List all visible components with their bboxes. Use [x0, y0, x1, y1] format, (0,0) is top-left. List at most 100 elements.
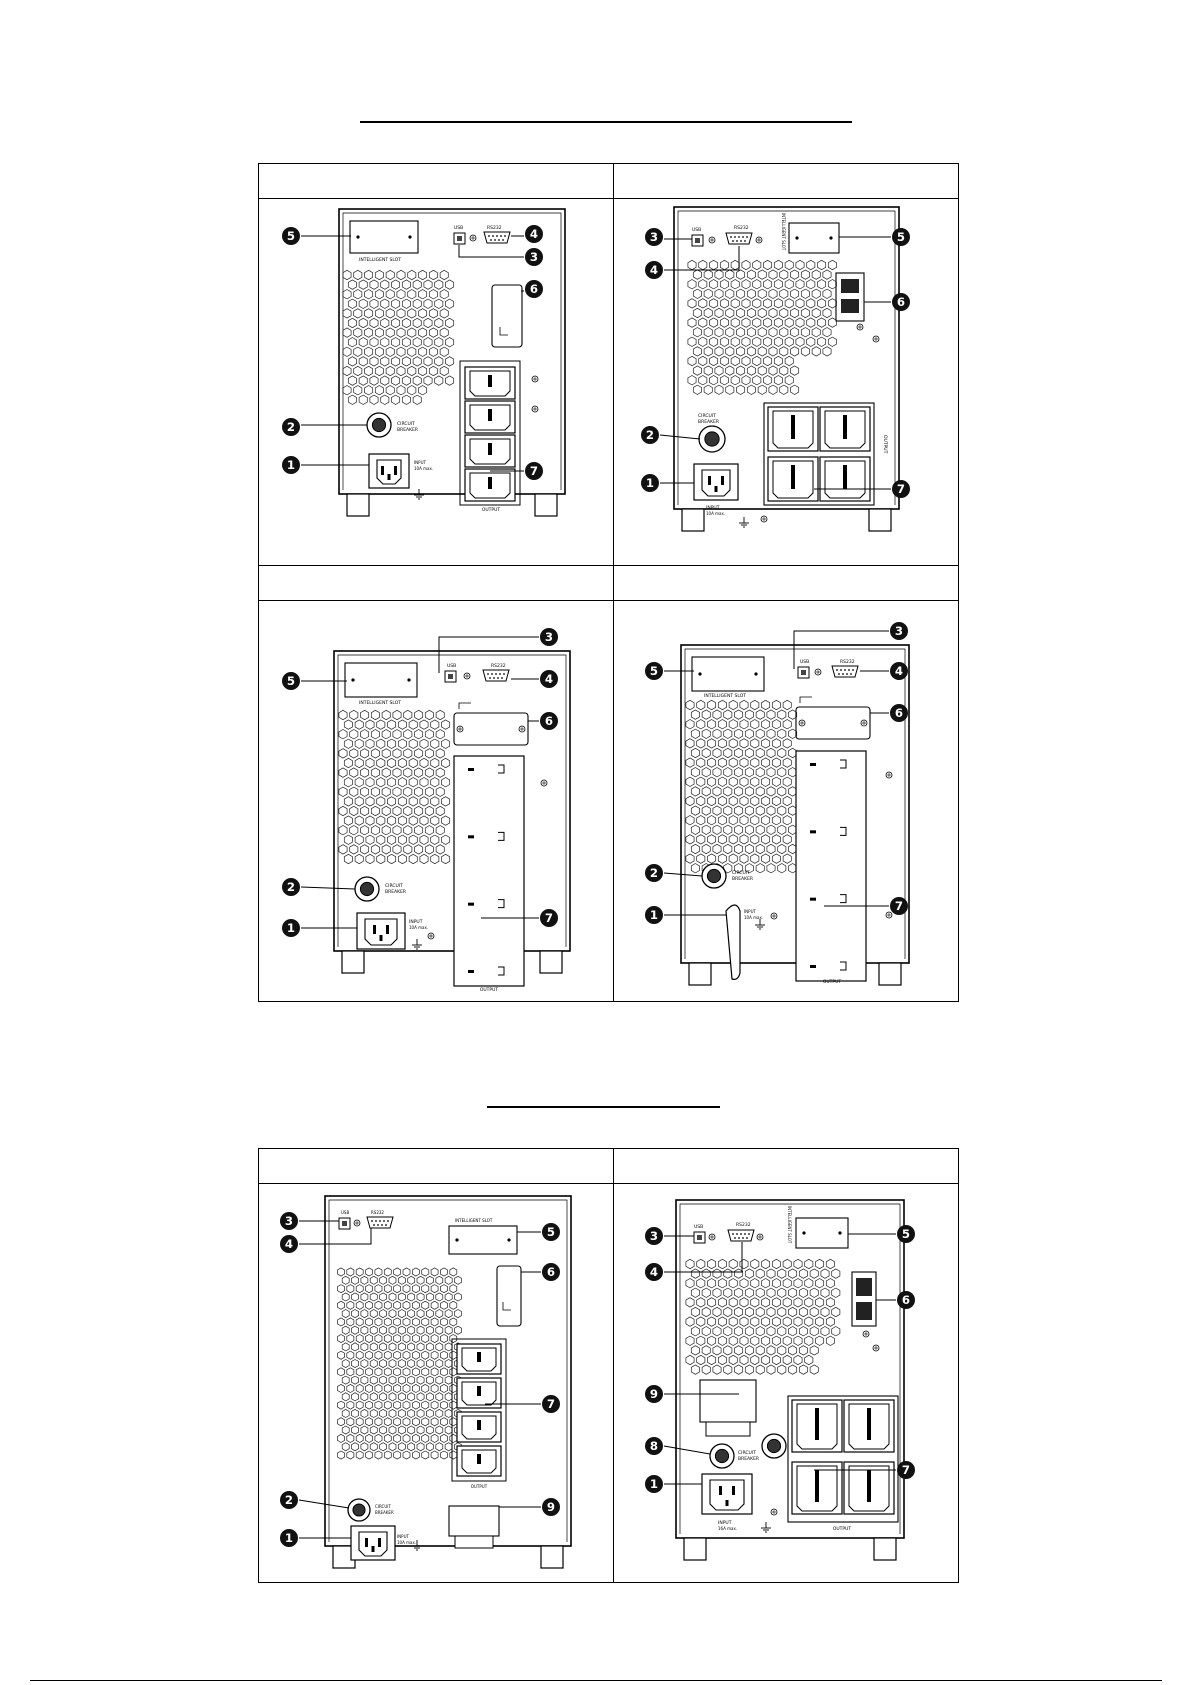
port-pin	[503, 673, 505, 675]
port-pin	[491, 673, 493, 675]
screw-icon	[353, 1219, 361, 1227]
port-pin	[732, 240, 734, 242]
vent-grille	[685, 699, 798, 874]
socket-slot	[498, 764, 505, 774]
inlet-pin	[365, 1538, 368, 1547]
socket-face	[796, 1403, 838, 1450]
screw-icon	[456, 725, 464, 733]
cabinet-bevel	[684, 648, 906, 959]
breaker-label: CIRCUIT	[738, 1450, 756, 1456]
output-socket	[767, 456, 819, 502]
callout-badge	[280, 1212, 298, 1230]
callout-badge	[282, 456, 300, 474]
battery-port-mark	[499, 327, 508, 336]
callout-badge	[525, 225, 543, 243]
screw-icon	[814, 668, 822, 676]
external-battery-port	[699, 1379, 757, 1423]
socket-slot	[810, 897, 816, 901]
leader-line	[298, 1499, 350, 1509]
usb-label: USB	[800, 659, 809, 665]
inlet-pin	[387, 474, 391, 480]
callout-number: 7	[547, 1397, 555, 1411]
input-label: INPUT	[414, 460, 427, 465]
callout-number: 6	[897, 295, 905, 309]
callout-number: 2	[646, 428, 654, 442]
callout-number: 3	[285, 1214, 293, 1228]
breaker-label: CIRCUIT	[732, 870, 750, 876]
callout-badge	[540, 712, 558, 730]
callout-badge	[897, 1461, 915, 1479]
battery-terminal	[705, 1421, 751, 1437]
callout-badge	[525, 280, 543, 298]
slot-screw	[698, 672, 702, 676]
socket-face	[824, 460, 866, 499]
inlet-pin	[381, 466, 384, 475]
output-group-frame	[451, 1338, 507, 1482]
leader-line	[664, 246, 740, 271]
rating-label: 10A max.	[744, 915, 763, 920]
slot-screw	[795, 236, 799, 240]
output-label: OUTPUT	[833, 1526, 852, 1532]
output-socket-strip	[795, 750, 867, 982]
breaker-button	[714, 1448, 730, 1464]
port-pin	[734, 236, 736, 238]
callout-number: 4	[530, 227, 538, 241]
screw-icon	[518, 725, 526, 733]
usb-port-inner	[342, 1221, 347, 1226]
cabinet-foot	[681, 508, 705, 532]
inlet-pin	[378, 1538, 381, 1547]
leader-line	[300, 886, 356, 890]
socket-face	[772, 410, 814, 449]
socket-pin	[867, 1408, 871, 1440]
port-pin	[746, 1237, 748, 1239]
leader-line	[663, 872, 703, 877]
callout-number: 9	[547, 1500, 555, 1514]
callout-badge	[641, 426, 659, 444]
callout-badge	[892, 480, 910, 498]
rating-label: 16A max.	[718, 1526, 737, 1531]
battery-terminal	[856, 1278, 872, 1296]
port-pin	[740, 1233, 742, 1235]
socket-face	[469, 472, 511, 499]
slot-label: INTELLIGENT SLOT	[455, 1218, 493, 1223]
callout-badge	[542, 1498, 560, 1516]
cabinet-bevel	[677, 210, 896, 505]
breaker-label: CIRCUIT	[698, 413, 716, 419]
output-label: OUTPUT	[482, 507, 501, 513]
inlet-pin	[386, 925, 389, 934]
table-header-cell	[613, 1148, 959, 1184]
rs232-label: RS232	[491, 663, 506, 669]
callout-badge	[280, 1491, 298, 1509]
inlet-pin	[732, 1486, 735, 1495]
external-battery-port	[496, 1265, 522, 1327]
inlet-face	[358, 1531, 388, 1557]
cabinet-foot	[683, 1537, 707, 1561]
callout-number: 7	[902, 1463, 910, 1477]
vent-grille	[687, 259, 837, 395]
slot-label: INTELLIGENT SLOT	[359, 257, 401, 263]
port-pin	[842, 673, 844, 675]
slot-screw	[351, 678, 355, 682]
screw-icon	[531, 405, 539, 413]
screw-icon	[770, 912, 778, 920]
breaker-label: BREAKER	[738, 1456, 759, 1462]
callout-badge	[890, 622, 908, 640]
rating-label: 10A max.	[397, 1540, 416, 1545]
slot-screw	[408, 235, 412, 239]
socket-face	[848, 1403, 890, 1450]
socket-pin	[477, 1420, 481, 1430]
socket-slot	[810, 763, 816, 766]
socket-pin	[488, 443, 492, 455]
vent-grille	[342, 269, 455, 405]
inlet-pin	[379, 935, 383, 941]
port-pin	[487, 673, 489, 675]
slot-screw	[455, 1238, 459, 1242]
socket-pin	[488, 409, 492, 421]
socket-slot	[498, 899, 505, 909]
usb-port-inner	[697, 1235, 702, 1240]
intelligent-slot	[448, 1225, 518, 1255]
callout-number: 4	[650, 1265, 658, 1279]
